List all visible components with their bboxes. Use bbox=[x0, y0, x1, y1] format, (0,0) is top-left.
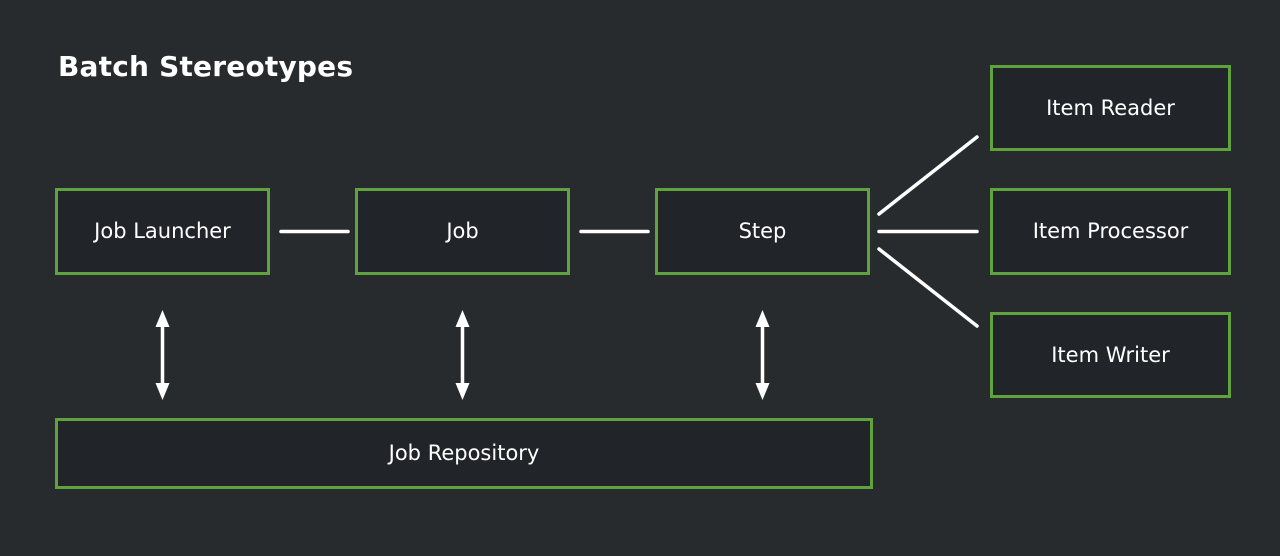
arrow-job-repository bbox=[455, 310, 470, 400]
node-item-writer: Item Writer bbox=[990, 312, 1231, 398]
node-job-launcher-label: Job Launcher bbox=[94, 219, 231, 243]
node-step-label: Step bbox=[738, 219, 787, 243]
edge-step-item-writer bbox=[877, 247, 979, 328]
node-item-writer-label: Item Writer bbox=[1051, 342, 1170, 367]
node-item-processor: Item Processor bbox=[990, 188, 1231, 275]
node-item-reader: Item Reader bbox=[990, 65, 1231, 151]
node-job-repository: Job Repository bbox=[55, 418, 873, 489]
node-job-repository-label: Job Repository bbox=[388, 441, 540, 465]
node-job: Job bbox=[355, 188, 570, 275]
node-step: Step bbox=[655, 188, 870, 275]
node-item-processor-label: Item Processor bbox=[1032, 219, 1189, 243]
node-job-launcher: Job Launcher bbox=[55, 188, 270, 275]
diagram-title: Batch Stereotypes bbox=[58, 50, 354, 83]
arrow-job-launcher-repository bbox=[155, 310, 170, 400]
node-job-label: Job bbox=[446, 219, 479, 243]
edge-step-item-reader bbox=[877, 135, 979, 216]
node-item-reader-label: Item Reader bbox=[1046, 95, 1175, 120]
arrow-step-repository bbox=[755, 310, 770, 400]
